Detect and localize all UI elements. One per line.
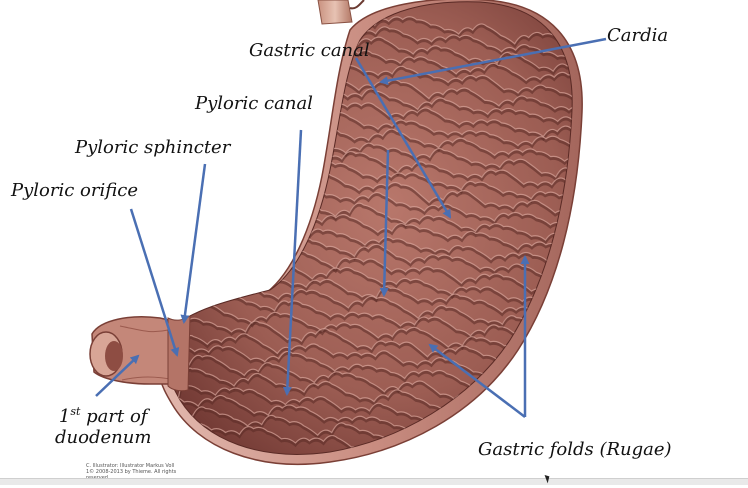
label-duodenum-ordinal: st	[70, 405, 81, 418]
arrow-cardia	[379, 37, 607, 86]
label-pyloric-canal: Pyloric canal	[195, 93, 313, 114]
rugae-fold-highlight	[165, 406, 573, 455]
arrow-gastric-canal-2	[379, 149, 390, 297]
arrow-pyloric-orifice	[129, 208, 180, 357]
label-duodenum-rest: part of	[80, 406, 148, 427]
esophagus	[317, 0, 353, 25]
label-gastric-folds: Gastric folds (Rugae)	[478, 439, 672, 460]
pyloric-sphincter-ring	[167, 315, 191, 392]
label-duodenum-word: duodenum	[55, 426, 152, 448]
label-duodenum-number: 1	[58, 406, 71, 427]
pointer-arrows	[95, 37, 607, 418]
label-cardia: Cardia	[607, 25, 669, 46]
label-pyloric-sphincter: Pyloric sphincter	[75, 137, 231, 158]
bottom-scrollbar[interactable]	[0, 478, 748, 485]
credit-line-1: C. Illustrator: Illustrator Markus Voll	[86, 463, 175, 469]
arrow-rugae-1	[428, 343, 526, 418]
rugae-fold-shadow	[165, 407, 573, 455]
arrow-gastric-canal-1	[354, 57, 452, 219]
arrow-pyloric-canal	[282, 129, 303, 396]
arrow-pyloric-sphincter	[180, 163, 207, 324]
label-pyloric-orifice: Pyloric orifice	[11, 180, 138, 201]
label-duodenum: 1st part of duodenum	[55, 405, 152, 448]
arrow-duodenum	[95, 354, 140, 397]
label-gastric-canal: Gastric canal	[249, 40, 370, 61]
